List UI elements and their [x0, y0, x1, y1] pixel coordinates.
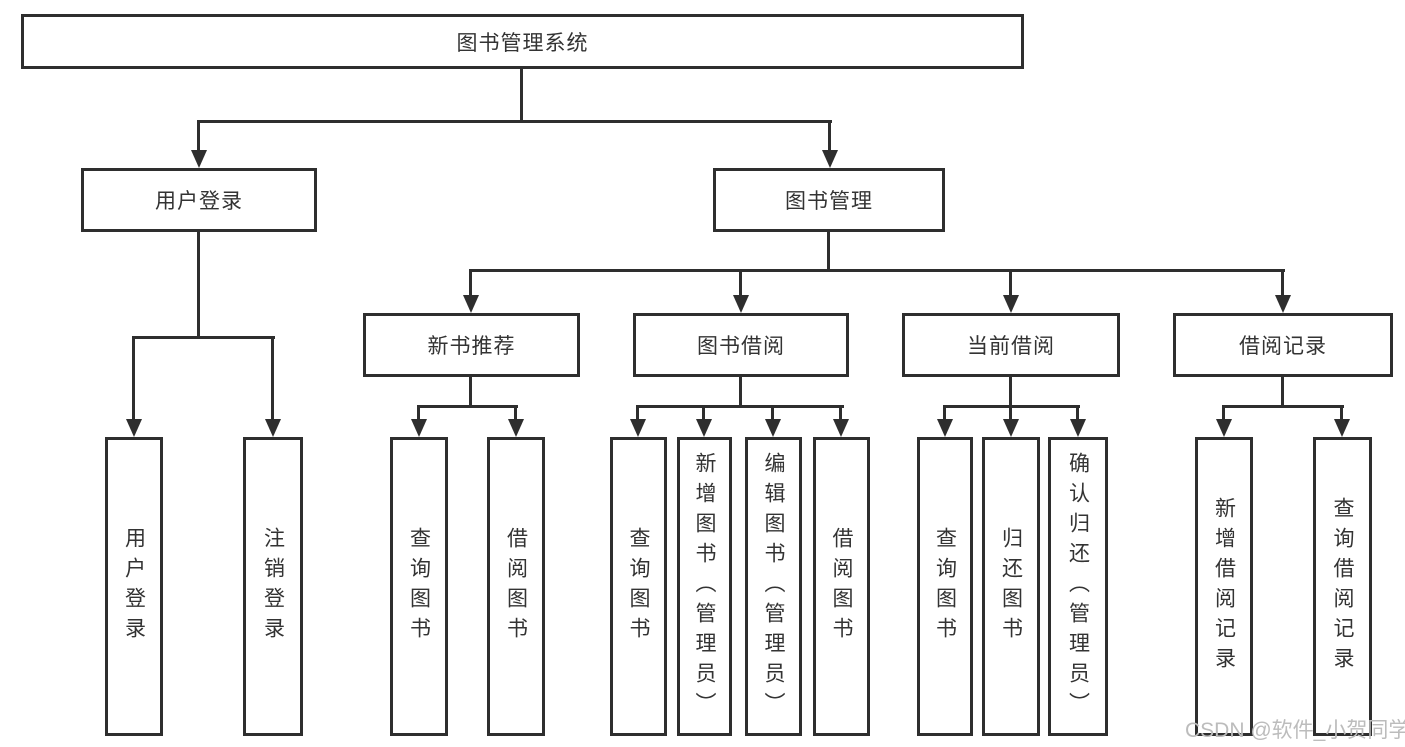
leaf-query-books: 查询图书	[390, 437, 448, 736]
leaf-label: 查询图书	[407, 526, 431, 647]
node-label: 借阅记录	[1239, 335, 1327, 358]
leaf-add-borrow-record: 新增借阅记录	[1195, 437, 1253, 736]
node-book-management: 图书管理	[713, 168, 945, 232]
leaf-label: 用户登录	[122, 526, 146, 647]
arrow-down-icon	[463, 295, 479, 313]
node-new-book-recommend: 新书推荐	[363, 313, 580, 377]
connector-line	[417, 406, 420, 421]
leaf-label: 借阅图书	[504, 526, 528, 647]
leaf-label: 确认归还（管理员）	[1066, 451, 1090, 722]
arrow-down-icon	[411, 419, 427, 437]
leaf-borrow-books: 借阅图书	[813, 437, 870, 736]
leaf-return-books: 归还图书	[982, 437, 1040, 736]
leaf-label: 注销登录	[261, 526, 285, 647]
arrow-down-icon	[126, 419, 142, 437]
arrow-down-icon	[765, 419, 781, 437]
connector-line	[417, 405, 518, 408]
arrow-down-icon	[733, 295, 749, 313]
connector-line	[1340, 406, 1343, 421]
leaf-query-books: 查询图书	[610, 437, 667, 736]
connector-line	[132, 336, 275, 339]
connector-line	[1009, 270, 1012, 297]
leaf-label: 查询图书	[627, 526, 651, 647]
leaf-borrow-books: 借阅图书	[487, 437, 545, 736]
node-label: 当前借阅	[967, 335, 1055, 358]
connector-line	[469, 377, 472, 408]
leaf-confirm-return-admin: 确认归还（管理员）	[1048, 437, 1108, 736]
arrow-down-icon	[508, 419, 524, 437]
connector-line	[1281, 377, 1284, 408]
connector-line	[1222, 405, 1344, 408]
node-borrow-records: 借阅记录	[1173, 313, 1393, 377]
csdn-watermark: CSDN @软件_小贺同学	[1185, 719, 1405, 742]
connector-line	[1281, 270, 1284, 297]
leaf-label: 新增借阅记录	[1212, 496, 1236, 677]
connector-line	[197, 121, 200, 151]
connector-line	[1076, 406, 1079, 421]
connector-line	[1222, 406, 1225, 421]
node-book-borrowing: 图书借阅	[633, 313, 849, 377]
node-user-login: 用户登录	[81, 168, 317, 232]
connector-line	[636, 406, 639, 421]
arrow-down-icon	[937, 419, 953, 437]
leaf-query-borrow-record: 查询借阅记录	[1313, 437, 1372, 736]
connector-line	[197, 232, 200, 339]
connector-line	[469, 269, 1285, 272]
arrow-down-icon	[265, 419, 281, 437]
leaf-label: 查询借阅记录	[1331, 496, 1355, 677]
connector-line	[943, 406, 946, 421]
connector-line	[839, 406, 842, 421]
node-current-borrowing: 当前借阅	[902, 313, 1120, 377]
arrow-down-icon	[191, 150, 207, 168]
leaf-user-login: 用户登录	[105, 437, 163, 736]
arrow-down-icon	[696, 419, 712, 437]
arrow-down-icon	[1334, 419, 1350, 437]
connector-line	[702, 406, 705, 421]
arrow-down-icon	[1216, 419, 1232, 437]
node-label: 新书推荐	[427, 335, 516, 358]
connector-line	[739, 377, 742, 408]
node-label: 图书借阅	[697, 335, 785, 358]
arrow-down-icon	[1275, 295, 1291, 313]
arrow-down-icon	[1003, 419, 1019, 437]
leaf-add-books-admin: 新增图书（管理员）	[677, 437, 732, 736]
connector-line	[828, 121, 831, 151]
node-label: 用户登录	[155, 190, 243, 213]
connector-line	[469, 270, 472, 297]
node-label: 图书管理	[785, 190, 873, 213]
leaf-label: 新增图书（管理员）	[693, 451, 717, 722]
connector-line	[771, 406, 774, 421]
connector-line	[271, 337, 274, 421]
arrow-down-icon	[1003, 295, 1019, 313]
leaf-logout: 注销登录	[243, 437, 303, 736]
connector-line	[739, 270, 742, 297]
arrow-down-icon	[1070, 419, 1086, 437]
connector-line	[520, 69, 523, 122]
connector-line	[132, 337, 135, 421]
arrow-down-icon	[630, 419, 646, 437]
connector-line	[1009, 377, 1012, 408]
arrow-down-icon	[833, 419, 849, 437]
connector-line	[197, 120, 832, 123]
node-library-management-system: 图书管理系统	[21, 14, 1024, 69]
node-label: 图书管理系统	[456, 31, 589, 55]
leaf-label: 借阅图书	[830, 526, 854, 647]
connector-line	[827, 232, 830, 272]
leaf-label: 查询图书	[933, 526, 957, 647]
leaf-label: 编辑图书（管理员）	[762, 451, 786, 722]
leaf-query-books: 查询图书	[917, 437, 973, 736]
leaf-label: 归还图书	[999, 526, 1023, 647]
connector-line	[1009, 406, 1012, 421]
connector-line	[636, 405, 844, 408]
arrow-down-icon	[822, 150, 838, 168]
leaf-edit-books-admin: 编辑图书（管理员）	[745, 437, 802, 736]
connector-line	[514, 406, 517, 421]
